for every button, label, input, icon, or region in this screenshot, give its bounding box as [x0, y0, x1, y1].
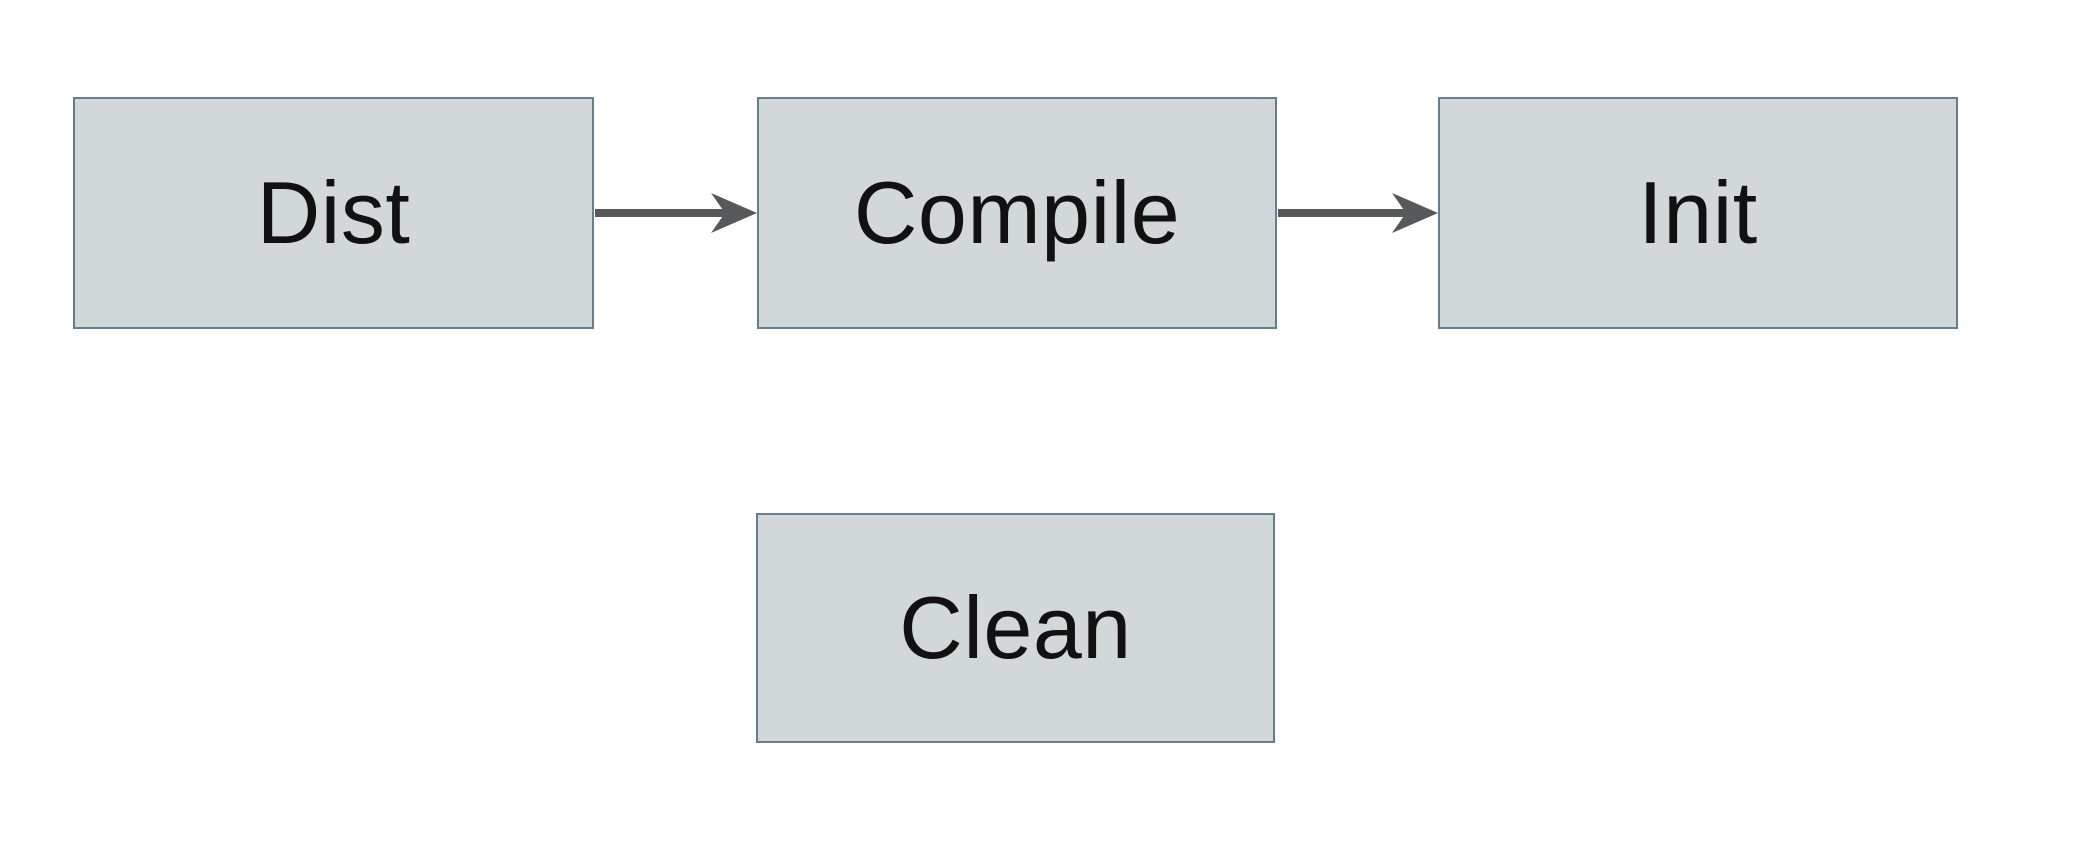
node-compile[interactable]: Compile: [757, 97, 1277, 329]
node-init[interactable]: Init: [1438, 97, 1958, 329]
arrow-compile-to-init[interactable]: [1278, 193, 1438, 233]
node-label-init: Init: [1638, 163, 1758, 262]
node-label-dist: Dist: [256, 163, 411, 262]
arrow-dist-to-compile[interactable]: [595, 193, 757, 233]
node-label-compile: Compile: [853, 163, 1181, 262]
arrowhead-icon: [711, 193, 757, 233]
node-clean[interactable]: Clean: [756, 513, 1275, 743]
node-label-clean: Clean: [899, 578, 1132, 677]
arrowhead-icon: [1392, 193, 1438, 233]
node-dist[interactable]: Dist: [73, 97, 594, 329]
